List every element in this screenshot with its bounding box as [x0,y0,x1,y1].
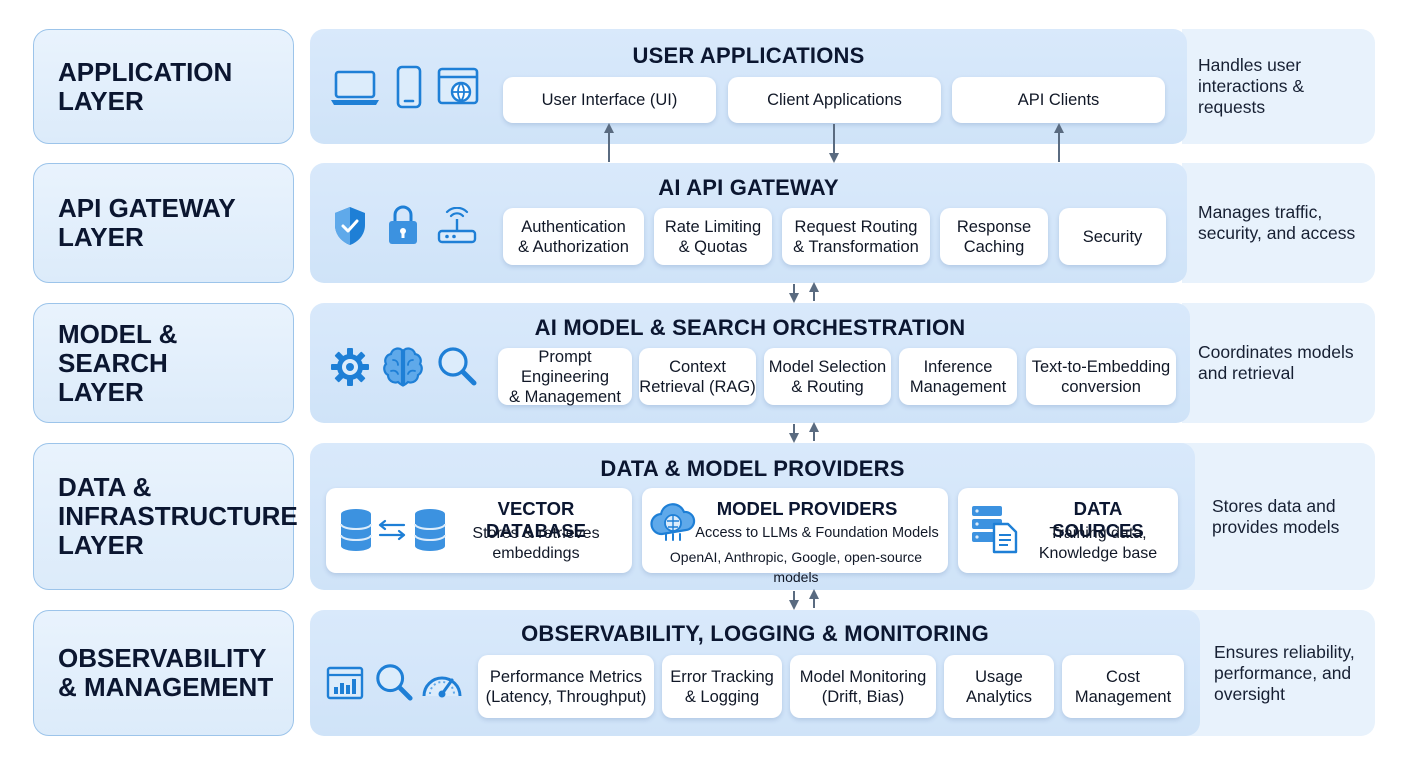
panel-title: USER APPLICATIONS [632,43,865,68]
component-card[interactable]: Text-to-Embedding conversion [1026,348,1176,405]
component-card[interactable]: Response Caching [940,208,1048,265]
layer-description-api-gateway: Manages traffic, security, and access [1182,163,1375,283]
provider-examples: OpenAI, Anthropic, Google, open-source m… [669,549,923,585]
provider-card-vector-database[interactable]: VECTOR DATABASE Stores & retrieves embed… [326,488,632,573]
component-card[interactable]: Model Selection & Routing [764,348,891,405]
panel-title: OBSERVABILITY, LOGGING & MONITORING [521,621,989,646]
panel-title: AI MODEL & SEARCH ORCHESTRATION [534,315,966,340]
layer-label-model-search: MODEL & SEARCH LAYER [33,303,294,423]
component-card[interactable]: Authentication & Authorization [503,208,644,265]
gear-icon [330,347,370,392]
component-card[interactable]: Prompt Engineering & Management [498,348,632,406]
laptop-icon [330,69,380,112]
component-card[interactable]: Client Applications [728,77,941,123]
provider-card-data-sources[interactable]: DATA SOURCES Training data, Knowledge ba… [958,488,1178,573]
provider-description: Access to LLMs & Foundation Models [695,525,939,541]
layer-label-application: APPLICATION LAYER [33,29,294,144]
provider-title: MODEL PROVIDERS [716,498,898,519]
component-card[interactable]: Model Monitoring (Drift, Bias) [790,655,936,718]
component-card[interactable]: Rate Limiting & Quotas [654,208,772,265]
component-card[interactable]: Context Retrieval (RAG) [639,348,756,405]
router-icon [436,206,478,250]
speedometer-icon [420,666,464,705]
component-card[interactable]: API Clients [952,77,1165,123]
component-card[interactable]: Cost Management [1062,655,1184,718]
panel-title: AI API GATEWAY [658,175,839,200]
shield-icon [332,205,368,252]
provider-card-model-providers[interactable]: MODEL PROVIDERS Access to LLMs & Foundat… [642,488,948,585]
brain-icon [383,346,423,393]
component-card[interactable]: User Interface (UI) [503,77,716,123]
smartphone-icon [396,65,422,114]
provider-title: VECTOR DATABASE [485,498,587,541]
provider-description: Stores & retrieves embeddings [472,525,600,562]
web-browser-icon [437,67,479,112]
search-icon [374,662,414,707]
layer-label-observability: OBSERVABILITY & MANAGEMENT [33,610,294,736]
component-card[interactable]: Inference Management [899,348,1017,405]
search-icon [436,345,478,392]
layer-label-data-infrastructure: DATA & INFRASTRUCTURE LAYER [33,443,298,590]
layer-description-observability: Ensures reliability, performance, and ov… [1182,610,1375,736]
component-card[interactable]: Request Routing & Transformation [782,208,930,265]
dashboard-chart-icon [326,666,364,705]
lock-icon [386,203,420,252]
component-card[interactable]: Performance Metrics (Latency, Throughput… [478,655,654,718]
component-card[interactable]: Usage Analytics [944,655,1054,718]
provider-description: Training data, Knowledge base [1038,525,1158,562]
panel-title: DATA & MODEL PROVIDERS [600,456,905,481]
component-card[interactable]: Error Tracking & Logging [662,655,782,718]
layer-label-api-gateway: API GATEWAY LAYER [33,163,294,283]
cloud-brain-icon [650,500,696,547]
layer-description-data-infrastructure: Stores data and provides models [1182,443,1375,590]
layer-description-application: Handles user interactions & requests [1182,29,1375,144]
data-sources-icon [970,504,1020,559]
provider-title: DATA SOURCES [1052,498,1144,541]
database-sync-icon [338,507,448,558]
layer-description-model-search: Coordinates models and retrieval [1182,303,1375,423]
component-card[interactable]: Security [1059,208,1166,265]
